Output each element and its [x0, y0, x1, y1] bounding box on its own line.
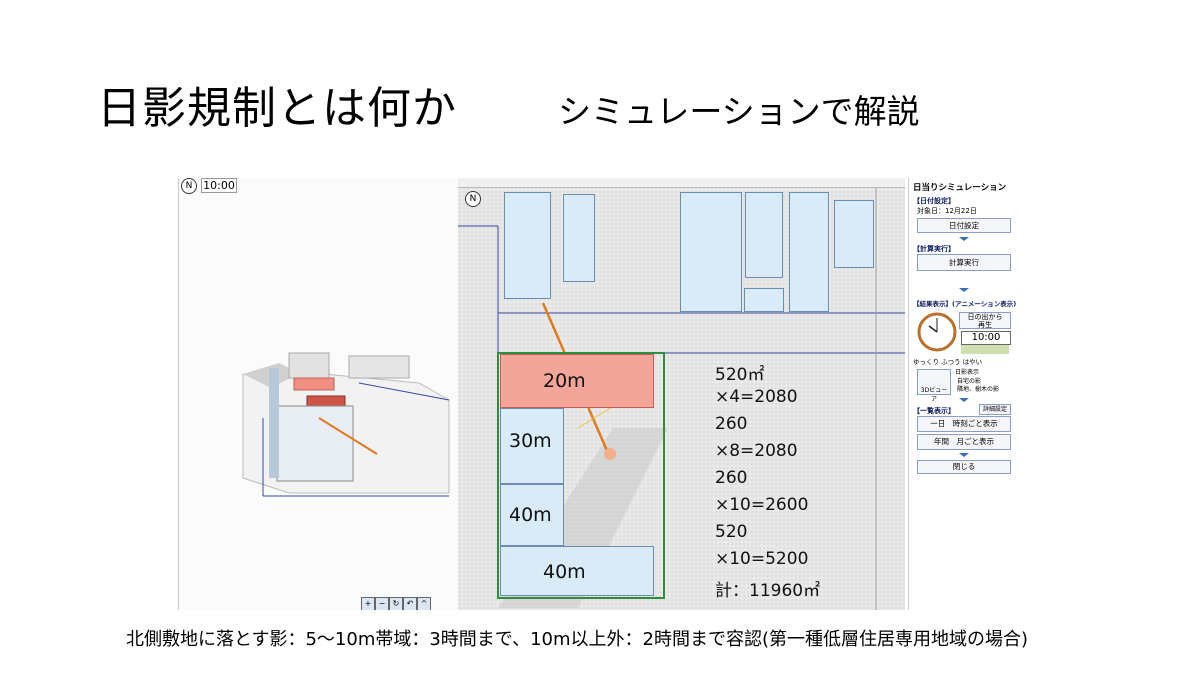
calc-line: ×10=5200: [715, 549, 809, 569]
3d-view-panel[interactable]: N 10:00 + − ↻ ↶ ^: [178, 178, 459, 610]
zone-label: 40m: [509, 504, 552, 526]
3d-viewer-button[interactable]: 3Dビューア: [917, 369, 951, 403]
calc-run-button[interactable]: 計算実行: [917, 254, 1011, 271]
arrow-down-icon: [959, 398, 969, 402]
slide-subtitle: シミュレーションで解説: [558, 92, 920, 131]
undo-icon[interactable]: ↶: [403, 597, 417, 610]
speed-slow[interactable]: ゆっくり: [913, 358, 939, 366]
close-label: 閉じる: [952, 462, 976, 471]
date-setting-label: 日付設定: [949, 221, 979, 230]
calc-line: ×8=2080: [715, 441, 798, 461]
compass-north-icon: N: [181, 178, 197, 194]
footer-caption: 北側敷地に落とす影：5〜10m帯域：3時間まで、10m以上外：2時間まで容認(第…: [126, 629, 1029, 650]
simulation-sidebar: 日当りシミュレーション 【日付設定】 対象日：12月22日 日付設定 【計算実行…: [908, 178, 1021, 610]
site-boundary: [497, 352, 665, 599]
calc-line: ×4=2080: [715, 387, 798, 407]
calc-line: 260: [715, 414, 748, 434]
date-setting-button[interactable]: 日付設定: [917, 218, 1011, 233]
calc-line: ×10=2600: [715, 495, 809, 515]
building-block: [744, 288, 784, 312]
arrow-down-icon: [959, 288, 969, 292]
zoom-out-icon[interactable]: −: [375, 597, 389, 610]
play-line2: 再生: [978, 321, 992, 329]
slide-title: 日影規制とは何か: [97, 83, 457, 134]
playback-controls[interactable]: [961, 345, 1009, 354]
speed-options[interactable]: ゆっくり ふつう はやい: [913, 356, 982, 366]
zone-40m-south[interactable]: 40m: [500, 546, 654, 596]
building-block: [789, 192, 829, 312]
sidebar-time-display: 10:00: [961, 331, 1011, 345]
3d-viewer-label: 3Dビューア: [920, 387, 948, 403]
detail-settings-label: 詳細設定: [982, 406, 1007, 413]
building-block: [745, 192, 783, 278]
shadow-option-neighbor[interactable]: 隣地、樹木の影: [957, 386, 1000, 393]
app-title: 日当りシミュレーション: [913, 183, 1007, 193]
calc-line: 260: [715, 468, 748, 488]
list-section-heading: 【一覧表示】: [913, 407, 955, 415]
3d-time-display: 10:00: [201, 178, 237, 193]
building-block: [504, 192, 551, 299]
calc-line: 520㎡: [715, 365, 765, 385]
zone-label: 40m: [543, 561, 586, 583]
zone-30m[interactable]: 30m: [500, 408, 564, 484]
rotate-icon[interactable]: ↻: [389, 597, 403, 610]
building-block: [563, 194, 595, 282]
chevron-up-icon[interactable]: ^: [417, 597, 431, 610]
arrow-down-icon: [959, 237, 969, 241]
shadow-option-own[interactable]: 自宅の影: [957, 378, 982, 385]
calc-line: 520: [715, 522, 748, 542]
calc-section-heading: 【計算実行】: [913, 245, 955, 253]
plan-toolbar[interactable]: [458, 178, 905, 188]
yearly-view-button[interactable]: 年間 月ごと表示: [917, 434, 1011, 450]
plan-view-panel[interactable]: N 20m 30m 40m 40m 520㎡ ×4=2080 260 ×8=20…: [458, 178, 905, 610]
speed-normal[interactable]: ふつう: [941, 358, 961, 366]
daily-view-label: 一日 時刻ごと表示: [930, 419, 998, 428]
play-line1: 日の出から: [967, 313, 1003, 321]
plan-compass-icon: N: [465, 191, 481, 207]
building-block: [680, 192, 742, 312]
arrow-down-icon: [959, 453, 969, 457]
daily-view-button[interactable]: 一日 時刻ごと表示: [917, 416, 1011, 432]
speed-fast[interactable]: はやい: [962, 358, 983, 366]
close-button[interactable]: 閉じる: [917, 460, 1011, 474]
zone-label: 20m: [543, 370, 586, 392]
target-date: 対象日：12月22日: [917, 207, 977, 215]
3d-scene: [242, 352, 450, 497]
zone-40m[interactable]: 40m: [500, 484, 564, 546]
detail-settings-button[interactable]: 詳細設定: [979, 404, 1011, 415]
clock-icon: [917, 312, 957, 352]
play-from-sunrise-button[interactable]: 日の出から 再生: [959, 312, 1011, 329]
result-section-heading: 【結果表示】(アニメーション表示): [913, 300, 1017, 308]
calc-run-label: 計算実行: [949, 258, 979, 267]
date-section-heading: 【日付設定】: [913, 197, 955, 205]
zone-20m[interactable]: 20m: [500, 354, 654, 408]
building-block: [834, 200, 874, 268]
zone-label: 30m: [509, 430, 552, 452]
zoom-in-icon[interactable]: +: [361, 597, 375, 610]
shadow-display-label: 日影表示: [955, 369, 980, 376]
calc-total: 計：11960㎡: [715, 581, 821, 601]
yearly-view-label: 年間 月ごと表示: [934, 437, 994, 446]
